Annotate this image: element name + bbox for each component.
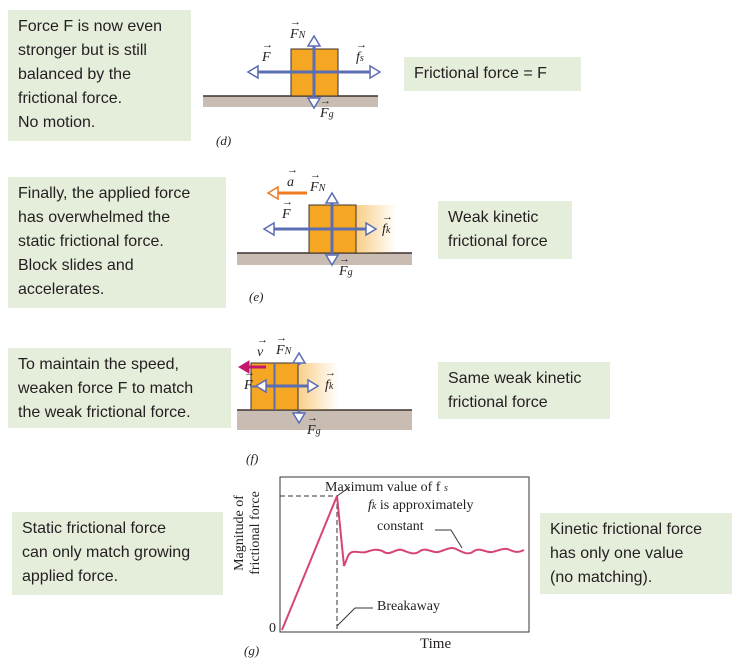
panel-f-result: Same weak kinetic frictional force <box>438 362 610 419</box>
note-line: has only one value <box>550 545 684 562</box>
note-line: the weak frictional force. <box>18 404 191 421</box>
y-label-line: Magnitude of <box>232 495 247 571</box>
note-line: has overwhelmed the <box>18 209 171 226</box>
result-text: frictional force <box>448 394 548 411</box>
block <box>250 362 299 411</box>
label-acceleration: a <box>287 164 298 191</box>
label-gravity: Fg <box>307 412 321 439</box>
graph-y-axis-label: Magnitude of frictional force <box>232 468 264 598</box>
label-normal-force: FN <box>310 169 325 196</box>
label-static-friction: fs <box>356 39 367 66</box>
note-line: Block slides and <box>18 257 134 274</box>
annotation-kinetic-1: fk is approximately <box>368 498 474 513</box>
note-line: Static frictional force <box>22 520 167 537</box>
note-line: balanced by the <box>18 66 131 83</box>
label-applied-force: F <box>282 196 292 223</box>
note-line: weaken force F to match <box>18 380 194 397</box>
note-line: can only match growing <box>22 544 191 561</box>
label-kinetic-friction: fk <box>325 367 336 394</box>
panel-f-note: To maintain the speed, weaken force F to… <box>8 348 231 428</box>
panel-g-left-note: Static frictional force can only match g… <box>12 512 223 595</box>
note-line: static frictional force. <box>18 233 164 250</box>
note-line: frictional force. <box>18 90 123 107</box>
note-line: (no matching). <box>550 569 653 586</box>
ground <box>237 253 412 265</box>
result-text: Frictional force = F <box>414 65 547 82</box>
label-normal-force: FN <box>276 332 291 359</box>
result-text: Same weak kinetic <box>448 370 582 387</box>
label-applied-force: F <box>262 39 272 66</box>
panel-e-note: Finally, the applied force has overwhelm… <box>8 177 226 308</box>
panel-tag-f: (f) <box>246 451 259 466</box>
label-applied-force: F <box>244 367 254 394</box>
panel-tag-g: (g) <box>244 643 260 658</box>
panel-tag-d: (d) <box>216 133 232 148</box>
ground <box>203 96 378 107</box>
note-line: Force F is now even <box>18 18 163 35</box>
panel-g-right-note: Kinetic frictional force has only one va… <box>540 513 732 594</box>
note-line: applied force. <box>22 568 119 585</box>
graph-origin-label: 0 <box>269 621 276 636</box>
note-line: No motion. <box>18 114 96 131</box>
label-gravity: Fg <box>339 253 353 280</box>
annotation-kinetic-2: constant <box>377 519 424 534</box>
panel-d-note: Force F is now even stronger but is stil… <box>8 10 191 141</box>
panel-tag-e: (e) <box>249 289 264 304</box>
result-text: Weak kinetic <box>448 209 539 226</box>
block <box>308 204 357 254</box>
result-text: frictional force <box>448 233 548 250</box>
note-line: To maintain the speed, <box>18 356 179 373</box>
panel-d-result: Frictional force = F <box>404 57 581 91</box>
y-label-line: frictional force <box>248 491 263 575</box>
panel-e-result: Weak kinetic frictional force <box>438 201 572 259</box>
ground <box>237 410 412 430</box>
label-gravity: Fg <box>320 95 334 122</box>
annotation-breakaway: Breakaway <box>377 599 440 614</box>
graph-x-axis-label: Time <box>420 636 452 652</box>
block <box>290 48 339 97</box>
label-normal-force: FN <box>290 16 305 43</box>
label-kinetic-friction: fk <box>382 211 393 238</box>
note-line: Finally, the applied force <box>18 185 191 202</box>
note-line: accelerates. <box>18 281 105 298</box>
note-line: Kinetic frictional force <box>550 521 703 538</box>
note-line: stronger but is still <box>18 42 147 59</box>
annotation-max-static: Maximum value of f s <box>325 480 448 495</box>
label-velocity: v <box>257 334 268 361</box>
